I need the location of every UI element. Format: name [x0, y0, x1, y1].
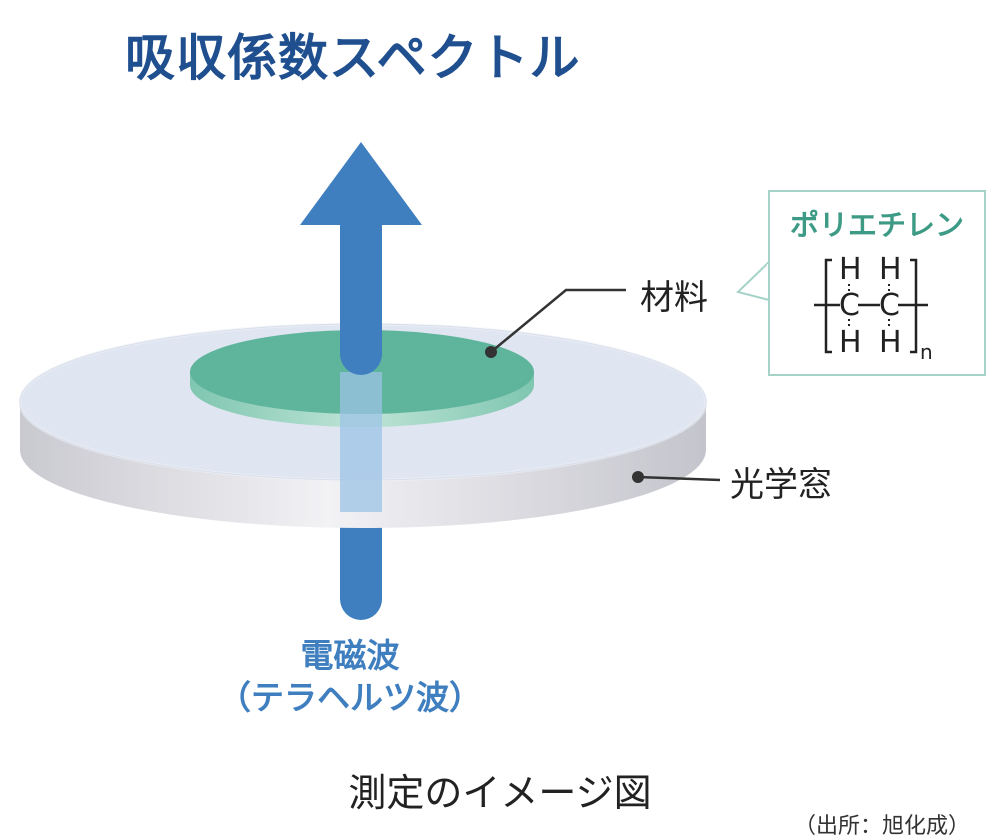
material-leader-line — [485, 288, 626, 358]
atom-h-bottom-1: H — [839, 325, 862, 360]
wave-label: 電磁波 （テラヘルツ波） — [180, 635, 520, 719]
atom-h-top-1: H — [839, 252, 862, 287]
atom-h-bottom-2: H — [879, 325, 902, 360]
wave-arrow-lower-shaft — [340, 505, 382, 620]
wave-label-line1: 電磁波 — [300, 636, 400, 675]
wave-arrow-head — [300, 142, 422, 225]
callout-pointer — [736, 259, 771, 302]
window-leader-line — [632, 471, 721, 483]
atom-c-2: C — [879, 288, 900, 323]
repeat-subscript: n — [920, 340, 933, 364]
callout-title: ポリエチレン — [789, 208, 964, 242]
source-credit: （出所：旭化成） — [793, 814, 970, 839]
material-label: 材料 — [640, 278, 708, 318]
diagram-title: 吸収係数スペクトル — [125, 29, 581, 87]
wave-label-line2: （テラヘルツ波） — [218, 678, 482, 717]
polyethylene-callout: ポリエチレン H H C C H H n — [768, 190, 986, 376]
polyethylene-structure-lines — [814, 258, 928, 354]
optical-window-label: 光学窓 — [730, 465, 832, 505]
wave-arrow-through-window — [340, 372, 382, 512]
atom-h-top-2: H — [879, 252, 902, 287]
wave-arrow-upper-shaft — [340, 205, 382, 375]
figure-caption: 測定のイメージ図 — [348, 771, 652, 815]
atom-c-1: C — [839, 288, 860, 323]
